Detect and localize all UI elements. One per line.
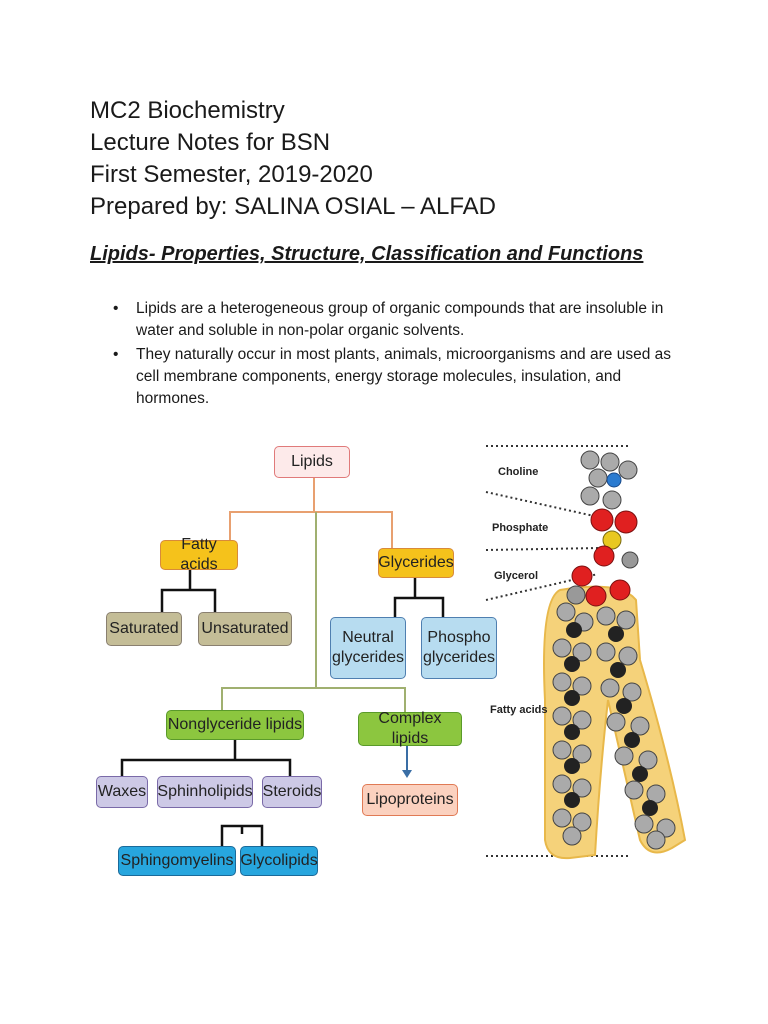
bullet-item: They naturally occur in most plants, ani… [113,344,693,410]
semester: First Semester, 2019-2020 [90,161,373,188]
sphingolipids-node: Sphinholipids [157,776,253,808]
glycerides-node: Glycerides [378,548,454,578]
glycolipids-node: Glycolipids [240,846,318,876]
glycerol-label: Glycerol [494,570,539,582]
fatty-acids-node: Fatty acids [160,536,238,573]
choline-label: Choline [498,466,539,478]
course-name: MC2 Biochemistry [90,97,285,124]
left-fatty-acid-tail [552,602,594,846]
bullet-list: Lipids are a heterogeneous group of orga… [113,298,693,412]
nonglyceride-lipids-node: Nonglyceride lipids [166,710,304,740]
document-header: MC2 Biochemistry Lecture Notes for BSN F… [90,95,496,223]
sphingomyelins-node: Sphingomyelins [118,846,236,876]
steroids-node: Steroids [262,776,322,808]
lipoproteins-node: Lipoproteins [362,784,458,816]
phospho-glycerides-node: Phospho glycerides [421,617,497,679]
head-atoms [566,450,639,607]
complex-lipids-node: Complex lipids [358,710,462,747]
neutral-glycerides-node: Neutral glycerides [330,617,406,679]
unsaturated-node: Unsaturated [198,612,292,646]
notes-title: Lecture Notes for BSN [90,129,331,156]
bullet-item: Lipids are a heterogeneous group of orga… [113,298,693,342]
lipids-node: Lipids [274,446,350,478]
section-title: Lipids- Properties, Structure, Classific… [90,243,644,265]
phosphate-label: Phosphate [492,522,549,534]
right-fatty-acid-tail [596,606,676,850]
waxes-node: Waxes [96,776,148,808]
saturated-node: Saturated [106,612,182,646]
fatty-acids-label: Fatty acids [490,704,548,716]
author: Prepared by: SALINA OSIAL – ALFAD [90,193,496,220]
